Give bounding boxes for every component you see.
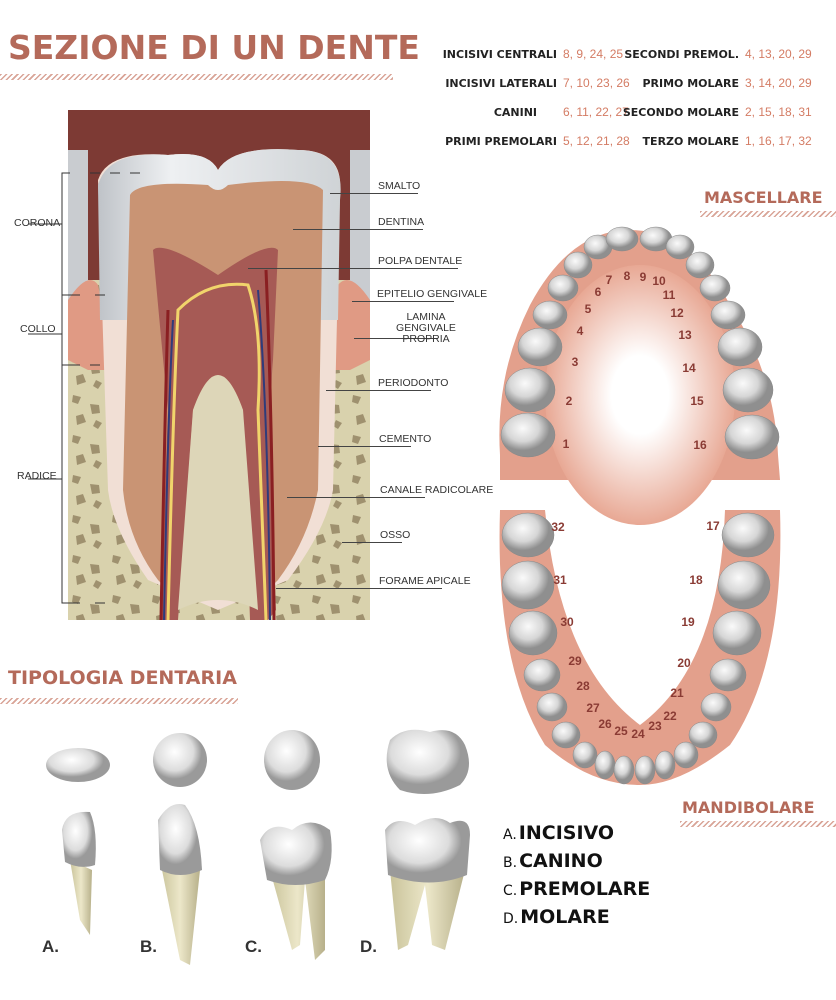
leader-line: [248, 268, 458, 269]
tooth-number: 10: [652, 274, 666, 288]
tooth-number: 6: [594, 285, 602, 299]
legend-item: B.CANINO: [503, 850, 603, 872]
tooth-number: 19: [681, 615, 695, 629]
leader-line: [354, 338, 438, 339]
region-brackets: [28, 172, 140, 604]
dental-arches-illustration: [499, 226, 781, 785]
table-values: 7, 10, 23, 26: [563, 76, 630, 90]
table-values: 3, 14, 20, 29: [745, 76, 812, 90]
title-underline: [0, 74, 393, 80]
tooth-number: 22: [663, 709, 677, 723]
table-values: 1, 16, 17, 32: [745, 134, 812, 148]
label-forame-apicale: FORAME APICALE: [379, 575, 471, 587]
tooth-letter: D.: [360, 937, 377, 956]
lower-arch-underline: [680, 821, 836, 827]
tooth-number: 11: [662, 288, 676, 302]
tooth-number: 28: [576, 679, 590, 693]
table-values: 2, 15, 18, 31: [745, 105, 812, 119]
tooth-number: 17: [706, 519, 720, 533]
label-cemento: CEMENTO: [379, 433, 432, 445]
leader-line: [318, 446, 411, 447]
table-label: SECONDO MOLARE: [622, 106, 739, 119]
table-values: 5, 12, 21, 28: [563, 134, 630, 148]
legend-name: INCISIVO: [518, 822, 615, 844]
legend-name: MOLARE: [520, 906, 610, 928]
leader-line: [326, 390, 431, 391]
tooth-number: 7: [605, 273, 613, 287]
table-label: CANINI: [493, 106, 537, 119]
tooth-number: 16: [693, 438, 707, 452]
tooth-number: 4: [576, 324, 584, 338]
tooth-number: 32: [551, 520, 565, 534]
legend-item: A.INCISIVO: [503, 822, 614, 844]
legend-letter: B.: [503, 855, 518, 871]
label-dentina: DENTINA: [378, 216, 425, 228]
leader-line: [287, 497, 425, 498]
tooth-number: 21: [670, 686, 684, 700]
legend-name: CANINO: [519, 850, 603, 872]
leader-line: [293, 229, 423, 230]
label-radice: RADICE: [17, 470, 57, 482]
tooth-number: 12: [670, 306, 684, 320]
tooth-number: 25: [614, 724, 628, 738]
table-label: PRIMI PREMOLARI: [445, 135, 557, 148]
tooth-number: 13: [678, 328, 692, 342]
tooth-number: 5: [584, 302, 592, 316]
legend-item: C.PREMOLARE: [503, 878, 650, 900]
tooth-types-illustration: [46, 729, 470, 965]
legend-name: PREMOLARE: [519, 878, 651, 900]
tooth-number: 9: [639, 270, 647, 284]
tooth-letter: A.: [42, 937, 59, 956]
label-canale-radicolare: CANALE RADICOLARE: [380, 484, 494, 496]
label-osso: OSSO: [380, 529, 411, 541]
tooth-number: 18: [689, 573, 703, 587]
tooth-number: 14: [682, 361, 696, 375]
table-values: 8, 9, 24, 25: [563, 47, 624, 61]
table-label: INCISIVI LATERALI: [445, 77, 557, 90]
tooth-number: 3: [571, 355, 579, 369]
table-label: SECONDI PREMOL.: [624, 48, 739, 61]
tooth-number: 29: [568, 654, 582, 668]
tooth-number: 24: [631, 727, 645, 741]
table-values: 6, 11, 22, 27: [563, 105, 629, 119]
leader-line: [276, 588, 442, 589]
label-periodonto: PERIODONTO: [378, 377, 449, 389]
table-label: PRIMO MOLARE: [642, 77, 739, 90]
tooth-number: 20: [677, 656, 691, 670]
typology-title: TIPOLOGIA DENTARIA: [8, 667, 237, 689]
label-lamina-gengivale-propria: LAMINA GENGIVALE PROPRIA: [396, 311, 456, 345]
leader-line: [342, 542, 402, 543]
legend-letter: D.: [503, 911, 519, 927]
page-title: SEZIONE DI UN DENTE: [8, 28, 420, 67]
label-corona: CORONA: [14, 217, 61, 229]
leader-line: [352, 301, 454, 302]
leader-line: [330, 193, 418, 194]
upper-arch-underline: [700, 211, 836, 217]
tooth-number: 31: [553, 573, 567, 587]
label-epitelio-gengivale: EPITELIO GENGIVALE: [377, 288, 488, 300]
tooth-number: 2: [565, 394, 573, 408]
tooth-number: 15: [690, 394, 704, 408]
table-values: 4, 13, 20, 29: [745, 47, 812, 61]
lower-arch-title: MANDIBOLARE: [682, 798, 815, 817]
tooth-number: 1: [562, 437, 570, 451]
tooth-number: 27: [586, 701, 600, 715]
legend-letter: A.: [503, 827, 517, 843]
tooth-number: 23: [648, 719, 662, 733]
legend-item: D.MOLARE: [503, 906, 610, 928]
label-collo: COLLO: [20, 323, 56, 335]
label-smalto: SMALTO: [378, 180, 421, 192]
legend-letter: C.: [503, 883, 518, 899]
typology-underline: [0, 698, 238, 704]
tooth-number: 26: [598, 717, 612, 731]
tooth-letter: C.: [245, 937, 262, 956]
upper-arch-title: MASCELLARE: [704, 188, 823, 207]
table-label: INCISIVI CENTRALI: [442, 48, 557, 61]
tooth-cross-section-illustration: [68, 110, 370, 620]
table-label: TERZO MOLARE: [642, 135, 739, 148]
tooth-number: 8: [623, 269, 631, 283]
label-polpa-dentale: POLPA DENTALE: [378, 255, 463, 267]
tooth-number: 30: [560, 615, 574, 629]
tooth-letter: B.: [140, 937, 157, 956]
